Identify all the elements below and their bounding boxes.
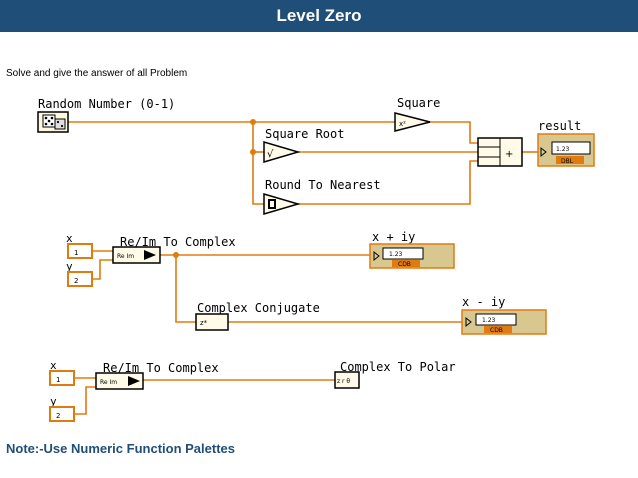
x-minus-iy-label: x - iy (462, 295, 505, 309)
svg-text:CDB: CDB (490, 327, 503, 334)
svg-text:1.23: 1.23 (389, 251, 403, 258)
svg-text:Re Im: Re Im (117, 253, 134, 260)
svg-text:1.23: 1.23 (556, 146, 570, 153)
svg-text:2: 2 (56, 412, 60, 420)
round-to-nearest-function-icon[interactable] (263, 192, 301, 216)
compound-add-icon[interactable]: + (477, 137, 523, 167)
svg-text:1.23: 1.23 (482, 317, 496, 324)
complex-to-polar-icon[interactable]: z r θ (334, 371, 360, 389)
svg-text:CDB: CDB (398, 261, 411, 268)
square-label: Square (397, 96, 440, 110)
diagram-1: Random Number (0-1) Square Square Root R… (37, 96, 595, 216)
complex-conjugate-label: Complex Conjugate (197, 301, 320, 315)
x-label: x (50, 359, 57, 372)
y-constant[interactable]: 2 (49, 406, 75, 422)
wire-junction (173, 252, 179, 258)
random-number-label: Random Number (0-1) (38, 97, 175, 111)
wire-to-round (252, 122, 264, 205)
wire-square-out (430, 121, 478, 144)
svg-text:Re Im: Re Im (100, 379, 117, 386)
wire-y-in (74, 386, 96, 415)
diagram-2: x y Re/Im To Complex x + iy Complex Conj… (66, 230, 547, 335)
x-constant[interactable]: 1 (67, 243, 93, 259)
page-title: Level Zero (276, 6, 362, 25)
svg-text:1: 1 (74, 249, 78, 257)
svg-text:x²: x² (399, 120, 406, 128)
title-banner: Level Zero (0, 0, 638, 32)
square-root-function-icon[interactable]: √ (263, 140, 301, 164)
wire-junction (250, 149, 256, 155)
instruction-text: Solve and give the answer of all Problem (6, 68, 188, 79)
round-to-nearest-label: Round To Nearest (265, 178, 381, 192)
note-text: Note:-Use Numeric Function Palettes (6, 441, 235, 456)
x-minus-iy-indicator[interactable]: 1.23 CDB (461, 309, 547, 335)
svg-text:z r θ: z r θ (337, 378, 350, 385)
svg-text:1: 1 (56, 376, 60, 384)
x-plus-iy-indicator[interactable]: 1.23 CDB (369, 243, 455, 269)
svg-text:2: 2 (74, 277, 78, 285)
square-function-icon[interactable]: x² (394, 112, 431, 132)
y-label: y (50, 395, 57, 408)
dice-icon[interactable] (37, 111, 69, 133)
wire-round-out (298, 160, 478, 205)
result-label: result (538, 119, 581, 133)
reim-to-complex-label: Re/Im To Complex (103, 361, 219, 375)
y-constant[interactable]: 2 (67, 271, 93, 287)
wire-to-conjugate (175, 255, 196, 323)
y-label: y (66, 260, 73, 273)
svg-text:z*: z* (200, 319, 208, 327)
x-label: x (66, 232, 73, 245)
complex-conjugate-icon[interactable]: z* (195, 313, 229, 331)
reim-to-complex-icon[interactable]: Re Im (95, 372, 144, 390)
diagram-3: x y Re/Im To Complex Complex To Polar 1 … (49, 359, 456, 422)
svg-text:+: + (505, 149, 513, 160)
reim-to-complex-label: Re/Im To Complex (120, 235, 236, 249)
svg-text:√: √ (267, 149, 274, 160)
square-root-label: Square Root (265, 127, 344, 141)
x-plus-iy-label: x + iy (372, 230, 415, 244)
wire-y-in (92, 259, 113, 280)
x-constant[interactable]: 1 (49, 370, 75, 386)
svg-text:DBL: DBL (561, 158, 574, 165)
reim-to-complex-icon[interactable]: Re Im (112, 246, 161, 264)
complex-to-polar-label: Complex To Polar (340, 360, 456, 374)
wire-junction (250, 119, 256, 125)
result-indicator[interactable]: 1.23 DBL (537, 133, 595, 167)
